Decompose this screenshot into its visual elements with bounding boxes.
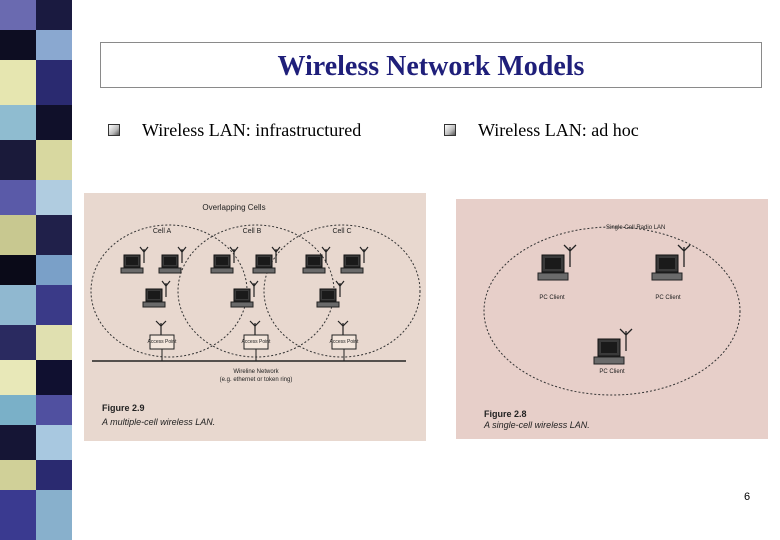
slide-title: Wireless Network Models (277, 51, 585, 82)
network-sublabel: (e.g. ethernet or token ring) (220, 377, 293, 383)
cell-b-label: Cell B (243, 228, 262, 235)
decorative-side-strip (0, 0, 72, 540)
cell-c-label: Cell C (332, 228, 351, 235)
access-point-label: Access Point (330, 339, 360, 345)
figure-header: Single Cell Radio LAN (606, 225, 665, 231)
cell-c-ellipse (263, 224, 421, 358)
figure-single-cell-lan: Single Cell Radio LAN PC Client PC Clien… (456, 199, 768, 439)
figure-number: Figure 2.8 (484, 409, 527, 419)
network-label: Wireline Network (233, 369, 279, 375)
access-point-label: Access Point (242, 339, 272, 345)
pc-client-label: PC Client (599, 369, 625, 375)
photo-background (456, 199, 768, 439)
bullet-square-icon (108, 123, 120, 136)
bullet-infrastructured: Wireless LAN: infrastructured (108, 120, 361, 141)
bullet-square-icon (444, 123, 456, 136)
pc-client-label: PC Client (655, 295, 681, 301)
figure-header: Overlapping Cells (202, 203, 265, 212)
bullet-text: Wireless LAN: ad hoc (478, 120, 639, 140)
photo-background (84, 193, 426, 441)
figure-caption: A multiple-cell wireless LAN. (101, 417, 215, 427)
figure-caption: A single-cell wireless LAN. (483, 420, 590, 430)
figure-multiple-cell-lan: Overlapping Cells Cell A Cell B Cell C A… (84, 193, 426, 441)
cell-a-label: Cell A (153, 228, 172, 235)
figure-number: Figure 2.9 (102, 403, 145, 413)
bullet-text: Wireless LAN: infrastructured (142, 120, 362, 140)
bullet-ad-hoc: Wireless LAN: ad hoc (444, 120, 639, 141)
pc-client-label: PC Client (539, 295, 565, 301)
page-number: 6 (744, 491, 751, 503)
title-box: Wireless Network Models (100, 42, 762, 88)
access-point-label: Access Point (148, 339, 178, 345)
single-cell-ellipse (483, 226, 741, 396)
